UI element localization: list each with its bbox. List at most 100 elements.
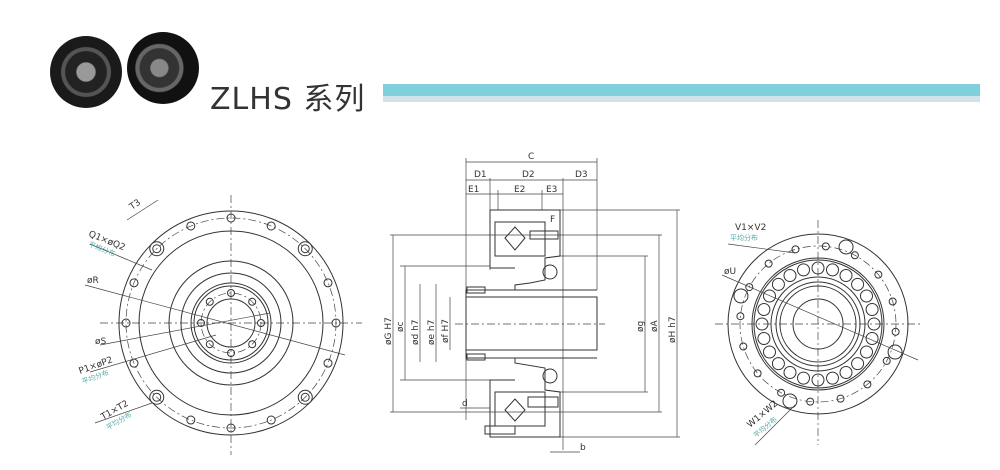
product-photo-1: [50, 36, 122, 108]
inner-hole: [205, 297, 214, 306]
bolt-hole: [850, 251, 859, 260]
label-gg: øg: [636, 321, 646, 332]
page-title: ZLHS 系列: [210, 82, 366, 117]
rear-view: V1×V2 平均分布 øU W1×W2 平均分布: [715, 220, 922, 446]
label-g: øG H7: [384, 317, 394, 345]
bolt-hole: [745, 283, 754, 292]
bolt-hole: [874, 270, 883, 279]
tapped-hole: [297, 389, 313, 405]
bolt-hole: [323, 278, 333, 288]
roller: [757, 331, 771, 345]
label-s: øS: [95, 337, 107, 347]
label-ee: øe h7: [427, 320, 437, 345]
bolt-hole: [777, 388, 786, 397]
bolt-hole: [736, 312, 745, 321]
inner-hole: [205, 340, 214, 349]
label-r: øR: [87, 276, 99, 286]
label-b: b: [580, 443, 586, 453]
roller: [851, 277, 865, 291]
bolt-hole: [226, 213, 236, 223]
bolt-hole: [186, 415, 196, 425]
bolt-hole: [764, 259, 773, 268]
bolt-hole: [129, 278, 139, 288]
bolt-hole: [121, 318, 131, 328]
label-d3: D3: [575, 170, 588, 180]
roller: [867, 317, 881, 331]
section-view: C D1 D2 D3 E1 E2 E3 F øG H7 øc ød h7 øe …: [384, 152, 680, 453]
tapped-hole: [887, 344, 903, 360]
title-accent-bar-shadow: [383, 96, 980, 102]
bolt-hole: [152, 392, 162, 402]
inner-hole: [257, 319, 265, 327]
label-e3: E3: [546, 185, 557, 195]
roller: [783, 269, 797, 283]
inner-hole: [197, 319, 205, 327]
roller: [865, 331, 879, 345]
roller: [811, 373, 825, 387]
tapped-hole: [782, 393, 798, 409]
bolt-hole: [226, 423, 236, 433]
product-photos: [45, 28, 205, 113]
bolt-hole: [791, 245, 800, 254]
tapped-hole: [733, 288, 749, 304]
label-d: d: [462, 399, 468, 409]
roller: [797, 263, 811, 277]
bolt-hole: [152, 244, 162, 254]
roller: [771, 357, 785, 371]
bolt-hole: [186, 221, 196, 231]
product-photo-2: [127, 32, 199, 104]
label-v-note: 平均分布: [730, 233, 758, 242]
label-h: øH h7: [668, 316, 678, 343]
inner-hole: [248, 340, 257, 349]
roller: [825, 371, 839, 385]
roller: [825, 263, 839, 277]
label-d2: D2: [522, 170, 535, 180]
bolt-hole: [266, 221, 276, 231]
roller: [839, 365, 853, 379]
roller: [763, 289, 777, 303]
tapped-hole: [149, 241, 165, 257]
label-e2: E2: [514, 185, 525, 195]
bolt-hole: [888, 297, 897, 306]
label-e1: E1: [468, 185, 479, 195]
label-f: F: [550, 215, 555, 225]
roller: [783, 365, 797, 379]
bolt-hole: [323, 358, 333, 368]
roller: [839, 269, 853, 283]
bolt-hole: [882, 356, 891, 365]
roller: [763, 345, 777, 359]
tapped-hole: [297, 241, 313, 257]
bolt-hole: [266, 415, 276, 425]
inner-hole: [227, 289, 235, 297]
bolt-hole: [863, 380, 872, 389]
roller: [757, 303, 771, 317]
inner-hole: [248, 297, 257, 306]
roller: [811, 261, 825, 275]
roller: [851, 357, 865, 371]
label-c: C: [528, 152, 534, 162]
label-dd: ød h7: [411, 319, 421, 345]
label-d1: D1: [474, 170, 487, 180]
roller: [859, 345, 873, 359]
label-cc: øc: [396, 321, 406, 332]
label-a: øA: [650, 319, 660, 332]
roller: [859, 289, 873, 303]
bolt-hole: [806, 397, 815, 406]
roller: [865, 303, 879, 317]
tapped-hole: [149, 389, 165, 405]
tapped-hole: [838, 239, 854, 255]
label-t3: T3: [127, 198, 143, 213]
bolt-hole: [300, 392, 310, 402]
bolt-hole: [821, 242, 830, 251]
label-ff: øf H7: [441, 319, 451, 343]
title-accent-bar: [383, 84, 980, 96]
front-view: T3 Q1×øQ2 平均分布 øR øS P1×øP2 平均分布 T1×T2 平…: [78, 195, 362, 455]
roller: [771, 277, 785, 291]
bolt-hole: [836, 394, 845, 403]
label-v: V1×V2: [735, 223, 766, 233]
roller: [797, 371, 811, 385]
bolt-hole: [331, 318, 341, 328]
bolt-hole: [753, 369, 762, 378]
bolt-hole: [739, 342, 748, 351]
